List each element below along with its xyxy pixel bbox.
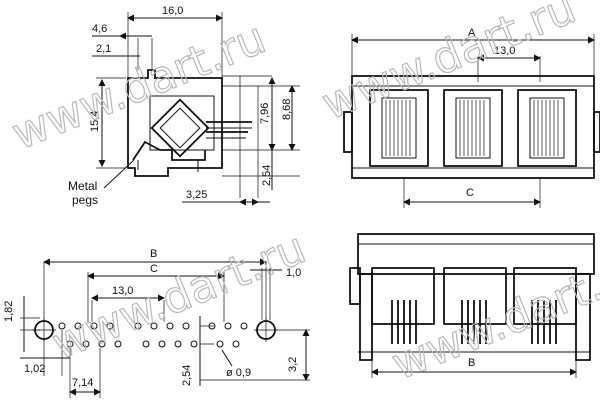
dim-b-2: B (468, 357, 475, 369)
pin-row-bottom (66, 340, 240, 348)
dim-pitch-13-2: 13,0 (112, 285, 133, 297)
pcb-footprint: B C 1,0 13,0 1,82 (3, 248, 310, 398)
dim-3-2: 3,2 (287, 357, 299, 372)
metal-pegs-label: Metal (68, 179, 97, 193)
dim-width: 16,0 (162, 5, 183, 17)
dim-2-54: 2,54 (261, 165, 273, 186)
dim-2-1: 2,1 (96, 43, 111, 55)
dim-1-02: 1,02 (24, 363, 45, 375)
watermark-text-2: www.dart.ru (315, 0, 583, 130)
pin-row-top (58, 322, 248, 330)
dim-1-0: 1,0 (286, 267, 301, 279)
dim-height: 15,4 (89, 111, 101, 132)
front-ports (369, 89, 577, 167)
watermark-text-3: www.dart.ru (45, 222, 313, 370)
dim-hole-diameter: ø 0,9 (226, 367, 251, 379)
rear-leads (391, 300, 557, 344)
metal-pegs-label-2: pegs (72, 193, 98, 207)
dim-a: A (468, 27, 476, 39)
dim-c-2: C (150, 263, 158, 275)
front-view: A 13,0 C (343, 27, 600, 208)
dim-7-96: 7,96 (259, 103, 271, 124)
dim-3-25: 3,25 (186, 189, 207, 201)
dim-b: B (150, 248, 157, 260)
side-view: 16,0 4,6 2,1 15,4 7,96 8,68 2,54 3,25 Me… (68, 5, 300, 207)
rear-view: B (349, 233, 595, 378)
dim-7-14: 7,14 (72, 377, 93, 389)
dim-8-68: 8,68 (281, 99, 293, 120)
dim-4-6: 4,6 (92, 23, 107, 35)
dim-c: C (466, 187, 474, 199)
watermark-text-4: www.dart.ru (385, 242, 600, 390)
dim-2-54-2: 2,54 (181, 365, 193, 386)
dim-pitch-13: 13,0 (494, 45, 515, 57)
dim-1-82: 1,82 (3, 301, 15, 322)
